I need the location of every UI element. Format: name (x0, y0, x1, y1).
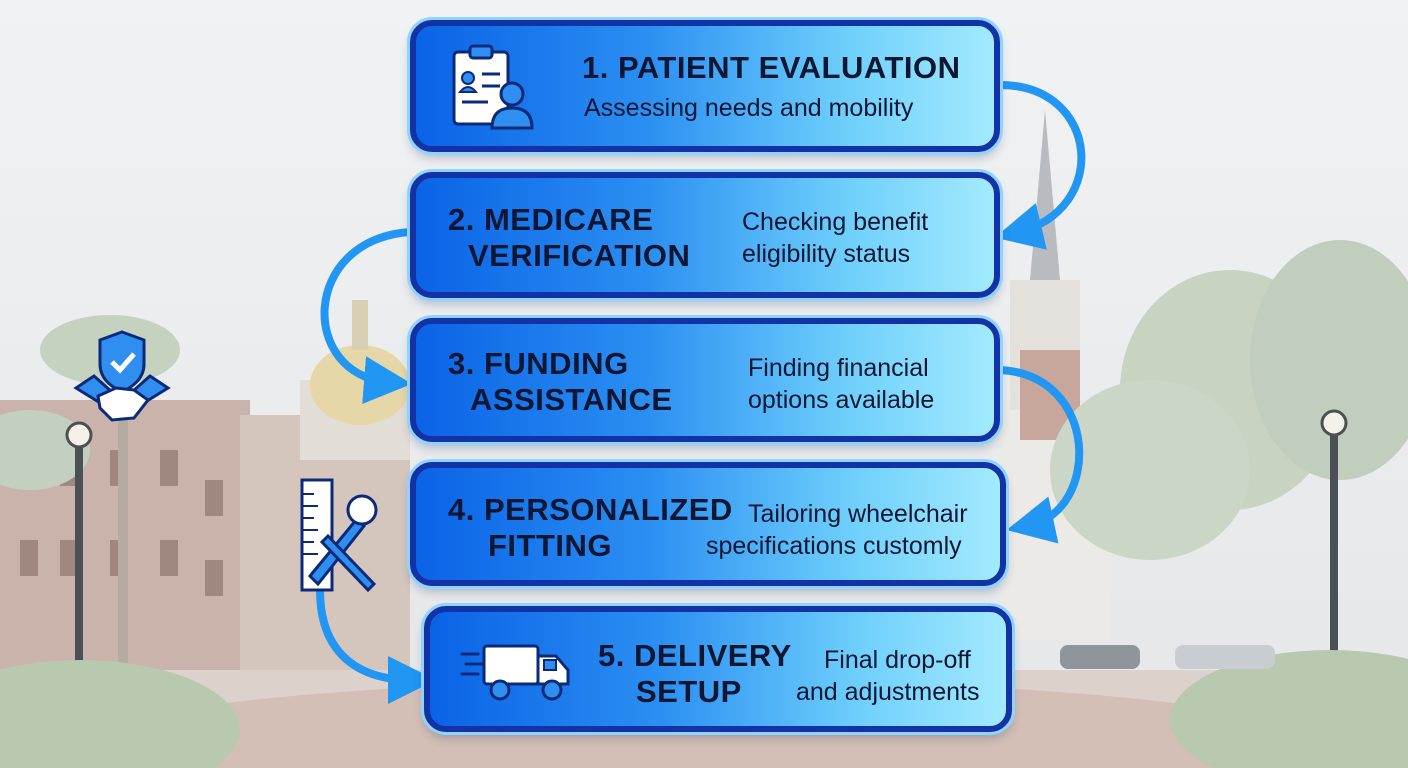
shield-handshake-icon (72, 330, 172, 430)
step-5-description-line1: Final drop-off (824, 646, 971, 674)
step-1-title: 1. PATIENT EVALUATION (582, 50, 961, 85)
step-card-3: 3. FUNDING ASSISTANCE Finding financial … (410, 318, 1000, 442)
step-5-title-line2: SETUP (636, 674, 742, 709)
step-4-description-line1: Tailoring wheelchair (748, 500, 968, 528)
step-3-description-line2: options available (748, 386, 935, 414)
ruler-wrench-icon (298, 476, 382, 594)
step-3-title-line2: ASSISTANCE (470, 382, 673, 417)
step-card-5: 5. DELIVERY SETUP Final drop-off and adj… (424, 606, 1012, 732)
step-card-1: 1. PATIENT EVALUATION Assessing needs an… (410, 20, 1000, 152)
step-3-title-line1: 3. FUNDING (448, 346, 629, 381)
step-5-description-line2: and adjustments (796, 678, 980, 706)
step-2-title-line1: 2. MEDICARE (448, 202, 654, 237)
step-4-title-line1: 4. PERSONALIZED (448, 492, 733, 527)
step-2-description-line2: eligibility status (742, 240, 911, 268)
patient-clipboard-icon (448, 44, 536, 132)
step-5-title-line1: 5. DELIVERY (598, 638, 792, 673)
step-4-description-line2: specifications customly (706, 532, 962, 560)
step-2-title-line2: VERIFICATION (468, 238, 691, 273)
delivery-truck-icon (460, 640, 572, 704)
step-card-2: 2. MEDICARE VERIFICATION Checking benefi… (410, 172, 1000, 298)
step-3-description-line1: Finding financial (748, 354, 929, 382)
step-2-description-line1: Checking benefit (742, 208, 929, 236)
step-1-description: Assessing needs and mobility (584, 94, 914, 122)
step-card-4: 4. PERSONALIZED FITTING Tailoring wheelc… (410, 462, 1006, 586)
step-4-title-line2: FITTING (488, 528, 613, 563)
